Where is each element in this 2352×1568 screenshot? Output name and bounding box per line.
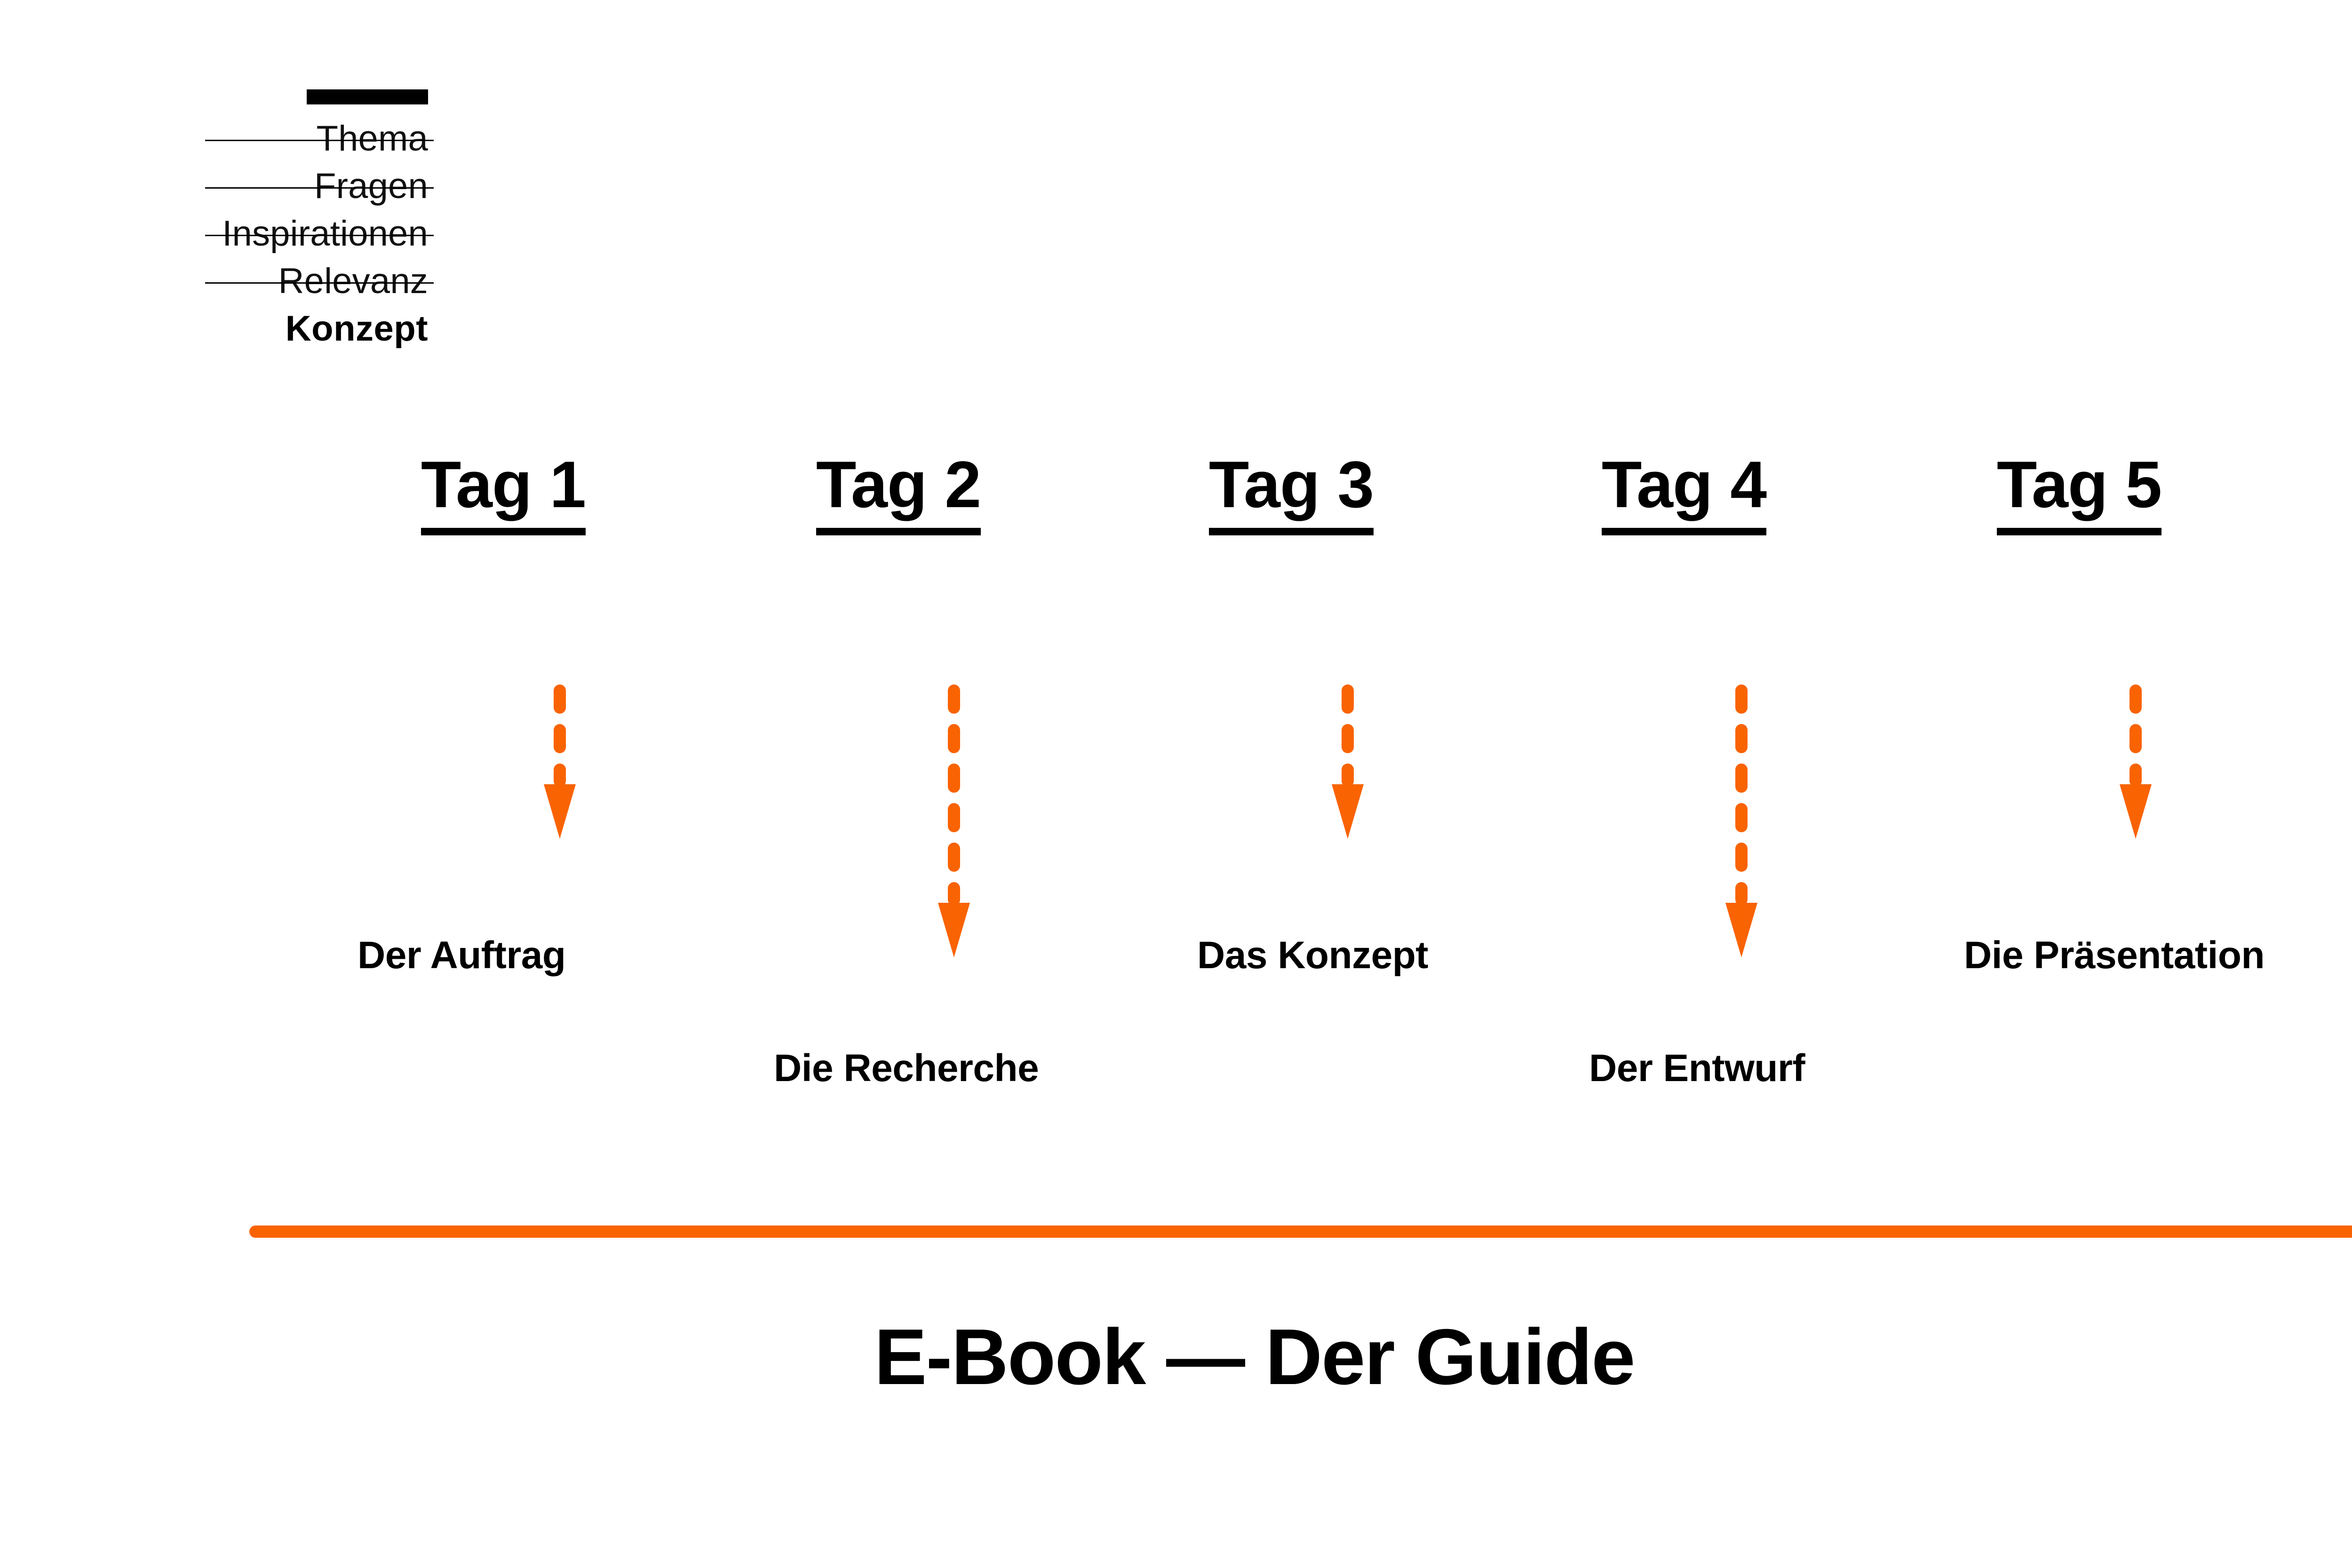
arrow-dash <box>1342 724 1354 753</box>
arrow-dash <box>2130 685 2142 714</box>
arrow-dash <box>1735 764 1748 793</box>
arrow-dash <box>554 764 566 787</box>
arrow-dash <box>948 882 960 906</box>
day-title-3: Tag 3 <box>1208 452 1374 535</box>
day-column-4: Tag 4 <box>1538 452 1830 535</box>
stage-label-day-4: Der Entwurf <box>1589 1047 1805 1090</box>
arrow-dash <box>948 803 960 832</box>
stage-label-day-3: Das Konzept <box>1197 934 1429 977</box>
arrow-dash <box>554 685 566 714</box>
day-column-3: Tag 3 <box>1145 452 1437 535</box>
arrow-down-day-3 <box>1332 685 1364 873</box>
arrow-dash <box>1735 803 1748 832</box>
arrow-down-day-4 <box>1725 685 1757 1000</box>
progress-item-relevanz: Relevanz <box>205 257 434 305</box>
day-column-1: Tag 1 <box>358 452 649 535</box>
arrow-dash <box>554 724 566 753</box>
progress-list: Thema Fragen Inspirationen Relevanz Konz… <box>205 89 434 352</box>
stage-label-day-5: Die Präsentation <box>1964 934 2265 977</box>
day-title-5: Tag 5 <box>1996 452 2162 535</box>
progress-item-inspirationen: Inspirationen <box>205 210 434 257</box>
progress-rule <box>307 89 428 104</box>
arrow-down-day-1 <box>544 685 576 873</box>
arrow-down-day-2 <box>938 685 970 1000</box>
day-column-2: Tag 2 <box>753 452 1044 535</box>
arrow-dash <box>1735 724 1748 753</box>
timeline-arrow <box>249 1226 2352 1238</box>
progress-item-thema: Thema <box>205 115 434 162</box>
arrow-dash <box>1342 685 1354 714</box>
arrow-head-icon <box>938 903 970 957</box>
page-title: E-Book — Der Guide <box>874 1313 1635 1401</box>
arrow-dash <box>948 764 960 793</box>
arrow-dash <box>1342 764 1354 787</box>
day-title-4: Tag 4 <box>1601 452 1767 535</box>
arrow-down-day-5 <box>2120 685 2152 873</box>
progress-item-konzept: Konzept <box>285 309 428 349</box>
arrow-dash <box>2130 764 2142 787</box>
arrow-dash <box>948 685 960 714</box>
arrow-dash <box>2130 724 2142 753</box>
stage-label-day-1: Der Auftrag <box>358 934 566 977</box>
arrow-dash <box>1735 843 1748 872</box>
arrow-head-icon <box>2120 784 2152 839</box>
timeline-shaft <box>249 1226 2352 1238</box>
arrow-dash <box>948 724 960 753</box>
arrow-head-icon <box>544 784 576 839</box>
stage-label-day-2: Die Recherche <box>774 1047 1039 1090</box>
progress-item-fragen: Fragen <box>205 162 434 210</box>
day-column-5: Tag 5 <box>1933 452 2225 535</box>
day-title-2: Tag 2 <box>816 452 981 535</box>
arrow-head-icon <box>1725 903 1757 957</box>
arrow-dash <box>1735 685 1748 714</box>
day-title-1: Tag 1 <box>421 452 586 535</box>
arrow-dash <box>1735 882 1748 906</box>
arrow-head-icon <box>1332 784 1364 839</box>
arrow-dash <box>948 843 960 872</box>
